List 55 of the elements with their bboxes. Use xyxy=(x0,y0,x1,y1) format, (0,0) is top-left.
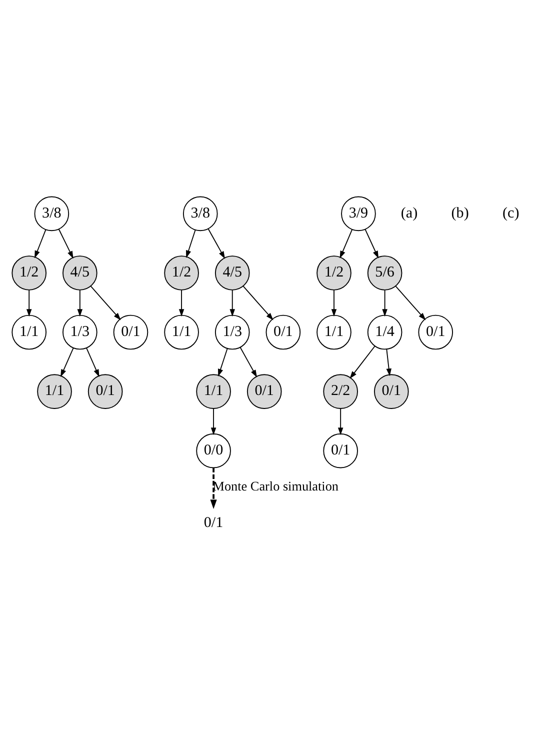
node-circle: 1/1 xyxy=(164,314,199,350)
node-circle: 4/5 xyxy=(62,255,98,290)
arrow xyxy=(208,228,226,258)
node-circle: 0/1 xyxy=(418,314,454,350)
node-circle: 4/5 xyxy=(214,255,250,290)
node-circle: 1/2 xyxy=(12,255,46,290)
node-circle: 1/1 xyxy=(37,374,72,408)
arrow xyxy=(242,285,274,320)
arrow xyxy=(186,229,196,258)
node-circle: 1/3 xyxy=(214,314,250,350)
arrow xyxy=(90,285,121,320)
node-circle: 5/6 xyxy=(367,255,402,290)
arrow xyxy=(77,289,83,316)
node-circle: 3/8 xyxy=(182,196,218,231)
node-circle: 1/3 xyxy=(62,314,98,350)
node-text: 0/1 xyxy=(204,514,224,530)
arrow xyxy=(60,347,74,376)
node-circle: 3/8 xyxy=(34,196,70,231)
node-circle: 0/1 xyxy=(374,374,409,408)
arrow xyxy=(364,228,379,258)
arrow xyxy=(386,348,392,376)
node-circle: 0/1 xyxy=(246,374,282,408)
node-circle: 0/1 xyxy=(113,314,148,350)
edge-label: Monte Carlo simulation xyxy=(212,478,339,494)
node-circle: 0/1 xyxy=(266,314,301,350)
arrow xyxy=(338,408,344,435)
node-circle: 1/4 xyxy=(367,314,402,350)
arrow xyxy=(230,289,235,316)
arrow xyxy=(86,347,100,376)
node-circle: 0/0 xyxy=(196,432,231,468)
arrow xyxy=(240,346,258,377)
arrow xyxy=(34,228,46,258)
node-circle: 1/2 xyxy=(164,255,199,290)
arrow xyxy=(395,285,426,320)
arrow xyxy=(218,348,228,376)
label: (c) xyxy=(502,204,520,221)
arrow xyxy=(350,345,376,378)
node-circle: 1/1 xyxy=(196,374,231,408)
label: (b) xyxy=(451,204,469,221)
arrow xyxy=(210,408,216,435)
node-circle: 1/1 xyxy=(316,314,352,350)
node-circle: 1/1 xyxy=(12,314,46,350)
arrow xyxy=(382,289,388,316)
node-circle: 1/2 xyxy=(316,255,352,290)
arrow xyxy=(210,467,217,508)
node-circle: 0/1 xyxy=(88,374,123,408)
arrow xyxy=(26,289,32,316)
node-circle: 0/1 xyxy=(323,432,358,468)
arrow xyxy=(331,289,337,316)
arrow xyxy=(178,289,184,316)
node-circle: 2/2 xyxy=(323,374,358,408)
arrow xyxy=(340,228,353,258)
node-circle: 3/9 xyxy=(341,196,376,231)
label: (a) xyxy=(400,204,418,221)
arrow xyxy=(58,228,74,258)
